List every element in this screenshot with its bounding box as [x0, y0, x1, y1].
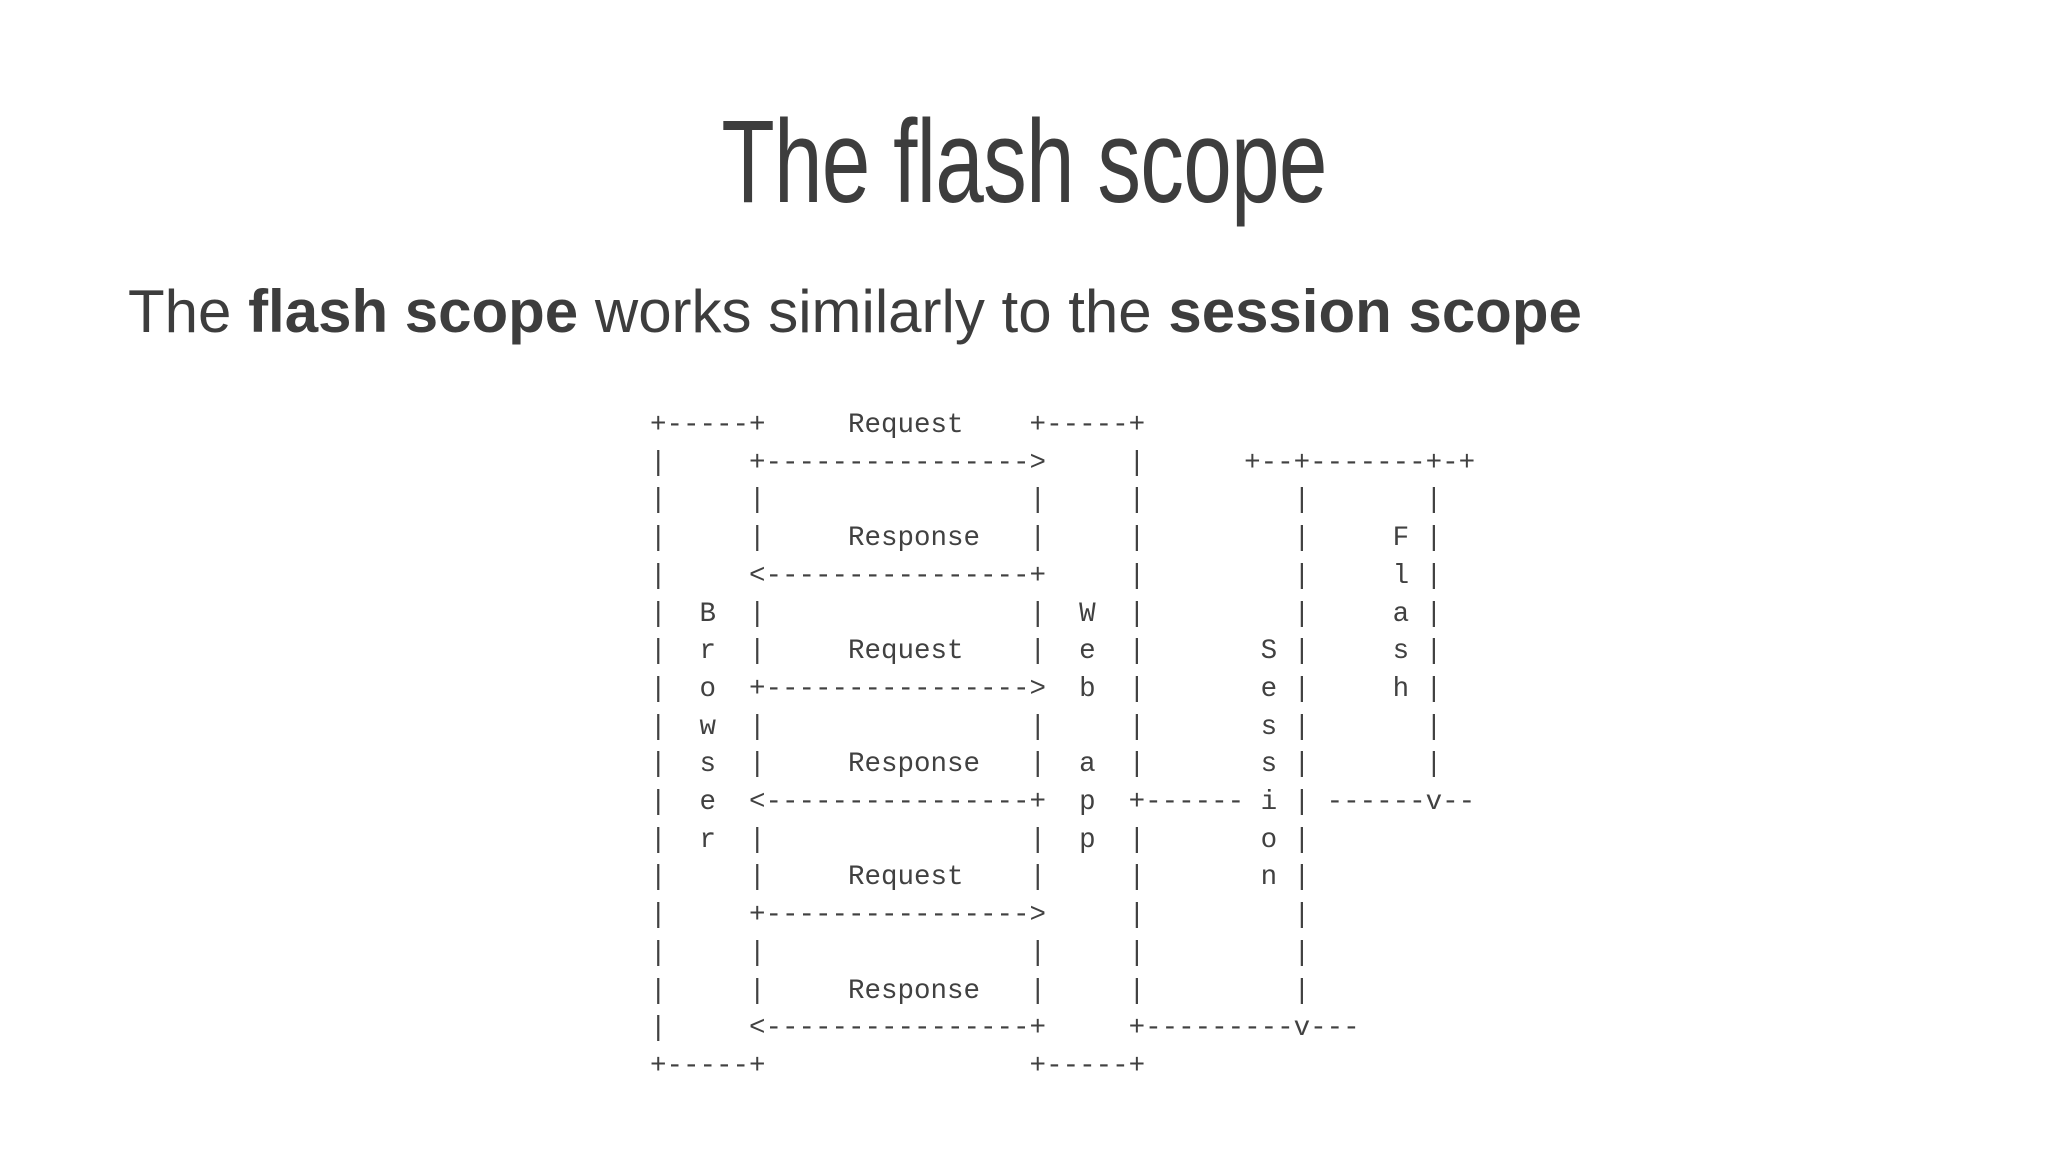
slide-title: The flash scope: [0, 103, 2048, 221]
slide-title-text: The flash scope: [721, 96, 1327, 228]
subtitle-segment-bold-flash-scope: flash scope: [248, 278, 579, 345]
slide-subtitle: The flash scope works similarly to the s…: [128, 276, 1582, 348]
subtitle-segment-plain: The: [128, 278, 249, 345]
subtitle-segment-plain: works similarly to the: [578, 278, 1169, 345]
ascii-sequence-diagram: +-----+ Request +-----+ | +-------------…: [650, 410, 1476, 1082]
subtitle-segment-bold-session-scope: session scope: [1168, 278, 1582, 345]
